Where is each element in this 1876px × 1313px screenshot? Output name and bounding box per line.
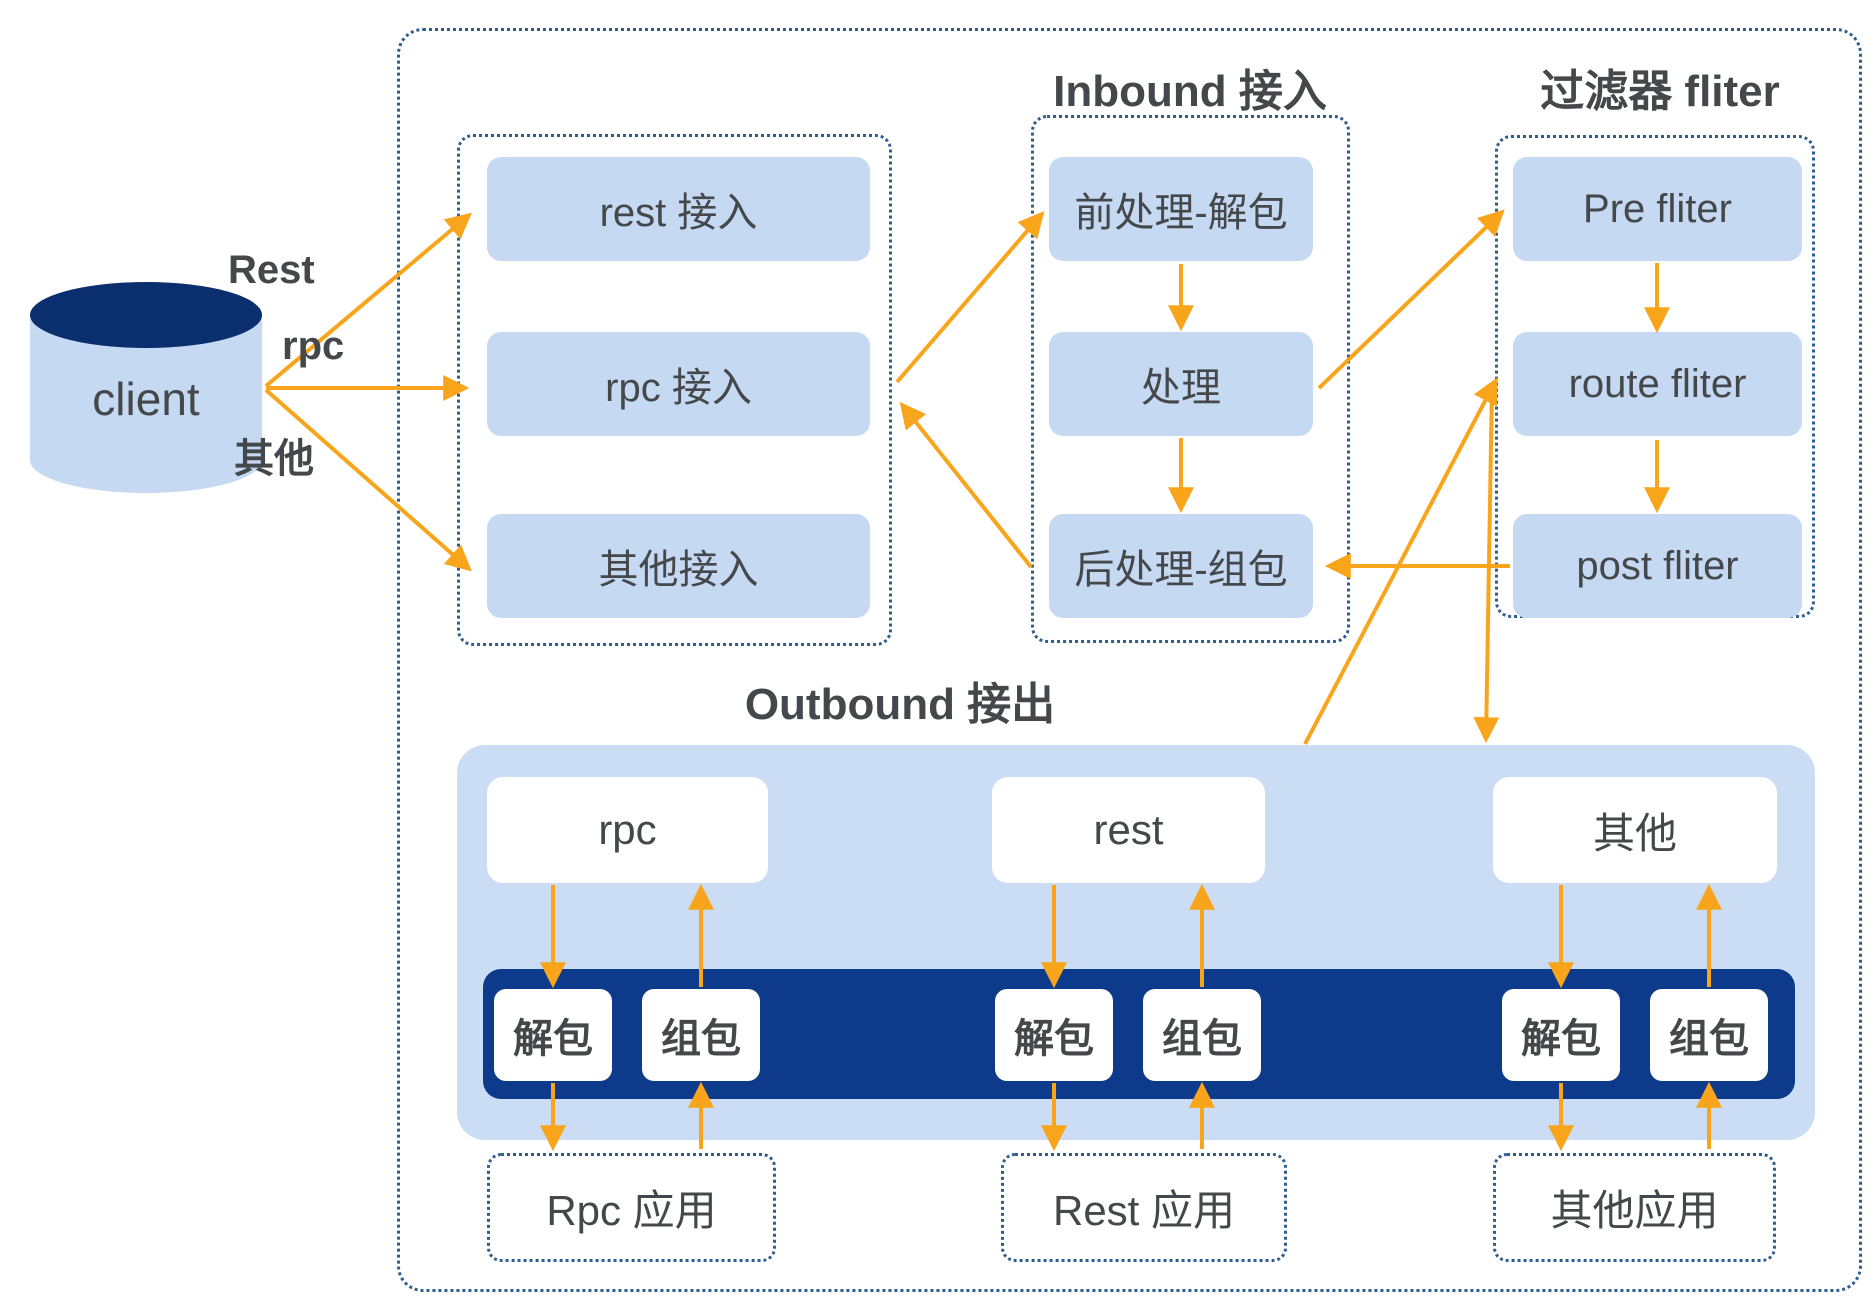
box-app-rpc: Rpc 应用	[487, 1153, 776, 1262]
box-rpc-access: rpc 接入	[487, 332, 870, 436]
box-unpack-rest: 解包	[995, 989, 1113, 1081]
box-pre-unpack: 前处理-解包	[1049, 157, 1313, 261]
box-outbound-rpc: rpc	[487, 777, 768, 883]
box-post-pack: 后处理-组包	[1049, 514, 1313, 618]
box-process: 处理	[1049, 332, 1313, 436]
edge-label-rpc: rpc	[282, 324, 345, 368]
box-route-filter: route fliter	[1513, 332, 1802, 436]
box-pack-rest: 组包	[1143, 989, 1261, 1081]
box-other-access: 其他接入	[487, 514, 870, 618]
box-outbound-other: 其他	[1493, 777, 1777, 883]
box-app-rest: Rest 应用	[1001, 1153, 1287, 1262]
box-pack-other: 组包	[1650, 989, 1768, 1081]
box-rest-access: rest 接入	[487, 157, 870, 261]
box-app-other: 其他应用	[1493, 1153, 1776, 1262]
box-unpack-rpc: 解包	[494, 989, 612, 1081]
box-pack-rpc: 组包	[642, 989, 760, 1081]
box-pre-filter: Pre fliter	[1513, 157, 1802, 261]
box-post-filter: post fliter	[1513, 514, 1802, 618]
edge-label-other: 其他	[234, 437, 314, 481]
inbound-title: Inbound 接入	[1053, 67, 1327, 116]
filter-title: 过滤器 fliter	[1540, 67, 1780, 116]
edge-label-rest: Rest	[228, 248, 315, 292]
box-outbound-rest: rest	[992, 777, 1265, 883]
client-label: client	[92, 373, 200, 425]
outbound-title: Outbound 接出	[744, 680, 1056, 729]
box-unpack-other: 解包	[1502, 989, 1620, 1081]
outer-boundary	[397, 28, 1862, 1292]
